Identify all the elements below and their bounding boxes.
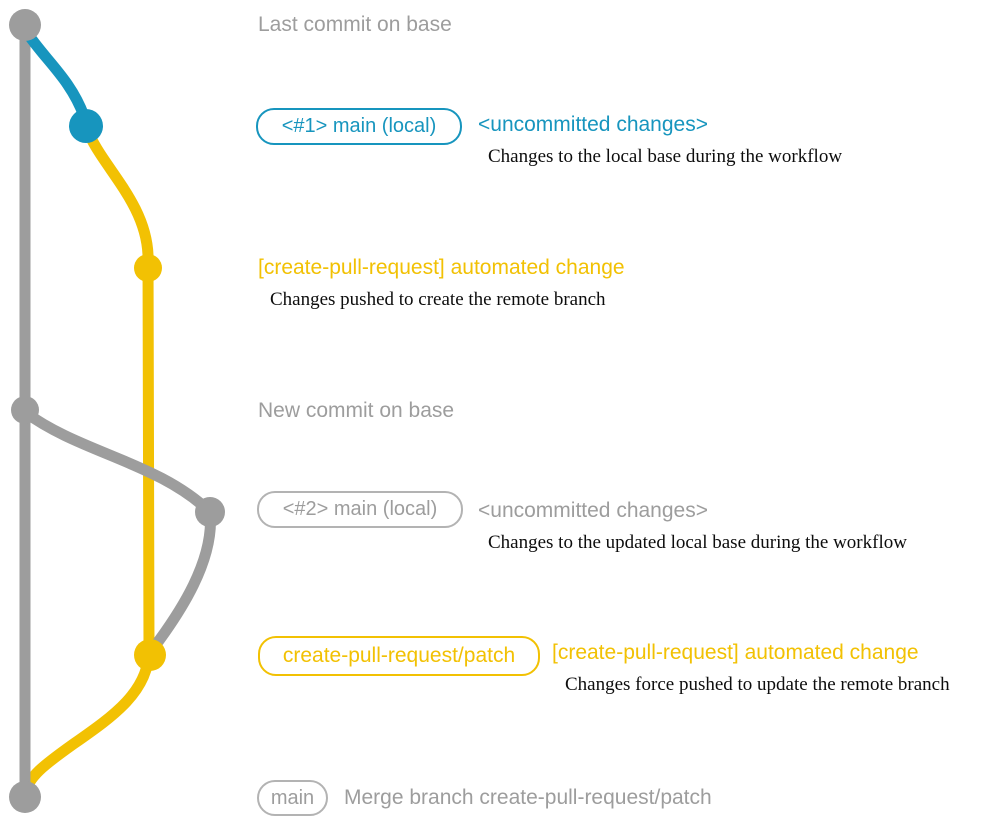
badge-main-local-2-label: <#2> main (local) [282, 498, 438, 520]
label-merge-branch: Merge branch create-pull-request/patch [344, 786, 712, 809]
badge-main-label: main [270, 786, 315, 809]
badge-create-pull-request-patch: create-pull-request/patch [258, 636, 540, 676]
desc-uncommitted-changes-1: Changes to the local base during the wor… [488, 146, 843, 167]
edge-local-changes-blue [20, 25, 90, 122]
commit-node-new-commit-on-base [11, 396, 39, 424]
commit-node-automated-change-1 [134, 254, 162, 282]
commit-node-merge-commit [9, 781, 41, 813]
heading-uncommitted-changes-2: <uncommitted changes> [478, 499, 708, 522]
heading-automated-change-1: [create-pull-request] automated change [258, 256, 625, 279]
heading-automated-change-2: [create-pull-request] automated change [552, 641, 919, 664]
badge-create-pull-request-patch-label: create-pull-request/patch [282, 644, 516, 667]
edge-remote-branch-yellow [19, 130, 155, 800]
commit-node-automated-change-2 [134, 639, 166, 671]
desc-uncommitted-changes-2: Changes to the updated local base during… [488, 532, 907, 553]
badge-main-local-2: <#2> main (local) [257, 491, 463, 528]
edge-updated-local-gray [19, 406, 216, 656]
label-new-commit-on-base: New commit on base [258, 399, 455, 422]
label-last-commit-on-base: Last commit on base [258, 13, 452, 36]
desc-automated-change-2: Changes force pushed to update the remot… [565, 674, 950, 695]
badge-main-local-1: <#1> main (local) [256, 108, 462, 145]
commit-node-uncommitted-changes-1 [69, 109, 103, 143]
desc-automated-change-1: Changes pushed to create the remote bran… [270, 289, 606, 310]
heading-uncommitted-changes-1: <uncommitted changes> [478, 113, 708, 136]
commit-node-last-commit-on-base [9, 9, 41, 41]
badge-main: main [257, 780, 328, 816]
badge-main-local-1-label: <#1> main (local) [281, 115, 437, 137]
commit-node-uncommitted-changes-2 [195, 497, 225, 527]
